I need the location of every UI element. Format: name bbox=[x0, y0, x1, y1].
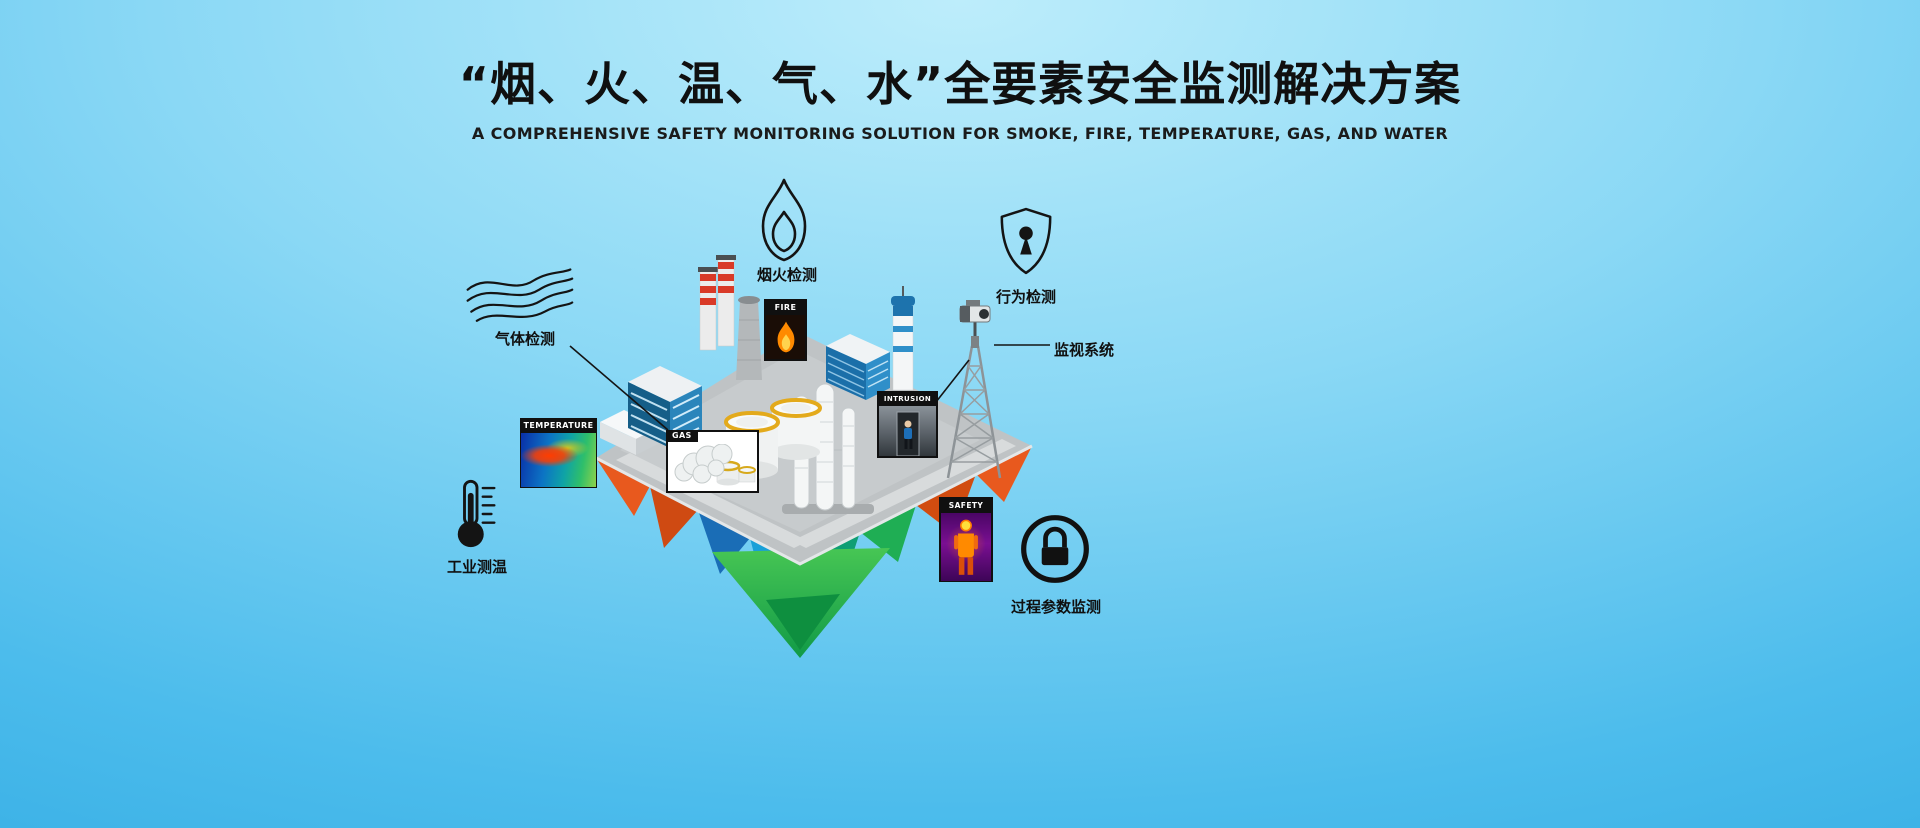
inset-gas-label: GAS bbox=[666, 430, 698, 442]
cctv-camera bbox=[959, 300, 991, 336]
shield-keyhole-icon bbox=[1000, 207, 1052, 275]
inset-safety: SAFETY bbox=[939, 497, 993, 582]
page-title: “烟、火、温、气、水”全要素安全监测解决方案 bbox=[458, 57, 1462, 111]
inset-safety-label: SAFETY bbox=[941, 499, 991, 513]
chimney-stacks bbox=[698, 255, 762, 380]
thermal-image bbox=[521, 433, 596, 487]
safety-person-graphic bbox=[954, 519, 978, 575]
inset-fire: FIRE bbox=[764, 299, 807, 361]
gas-waves-icon bbox=[466, 268, 574, 322]
page-subtitle: A COMPREHENSIVE SAFETY MONITORING SOLUTI… bbox=[471, 124, 1449, 143]
label-process-parameter-monitoring: 过程参数监测 bbox=[1010, 598, 1101, 616]
intrusion-person-graphic bbox=[896, 411, 920, 456]
label-industrial-temperature: 工业测温 bbox=[446, 558, 507, 576]
inset-intrusion: INTRUSION bbox=[877, 391, 938, 458]
label-surveillance-system: 监视系统 bbox=[1054, 341, 1115, 359]
flame-icon bbox=[761, 178, 807, 262]
inset-temperature: TEMPERATURE bbox=[520, 418, 597, 488]
inset-temperature-label: TEMPERATURE bbox=[521, 419, 596, 433]
office-building bbox=[628, 366, 702, 448]
lattice-tower bbox=[946, 300, 1002, 479]
island-underside bbox=[596, 446, 1032, 658]
fire-flame-graphic bbox=[777, 321, 794, 353]
inset-intrusion-label: INTRUSION bbox=[879, 393, 936, 406]
inset-fire-label: FIRE bbox=[766, 301, 805, 315]
thermometer-icon bbox=[457, 479, 496, 548]
island-illustration bbox=[569, 255, 1050, 658]
callout-lines bbox=[569, 344, 1050, 431]
lock-circle-icon bbox=[1021, 515, 1089, 583]
warehouse-building bbox=[826, 334, 890, 400]
fire-image bbox=[766, 315, 805, 359]
label-gas-detection: 气体检测 bbox=[494, 330, 555, 348]
label-smoke-fire-detection: 烟火检测 bbox=[756, 266, 817, 284]
gas-tanks-graphic bbox=[674, 443, 756, 486]
inset-gas: GAS bbox=[666, 430, 759, 493]
intrusion-image bbox=[879, 406, 936, 456]
safety-thermal-image bbox=[941, 512, 991, 581]
label-behavior-detection: 行为检测 bbox=[995, 288, 1056, 306]
